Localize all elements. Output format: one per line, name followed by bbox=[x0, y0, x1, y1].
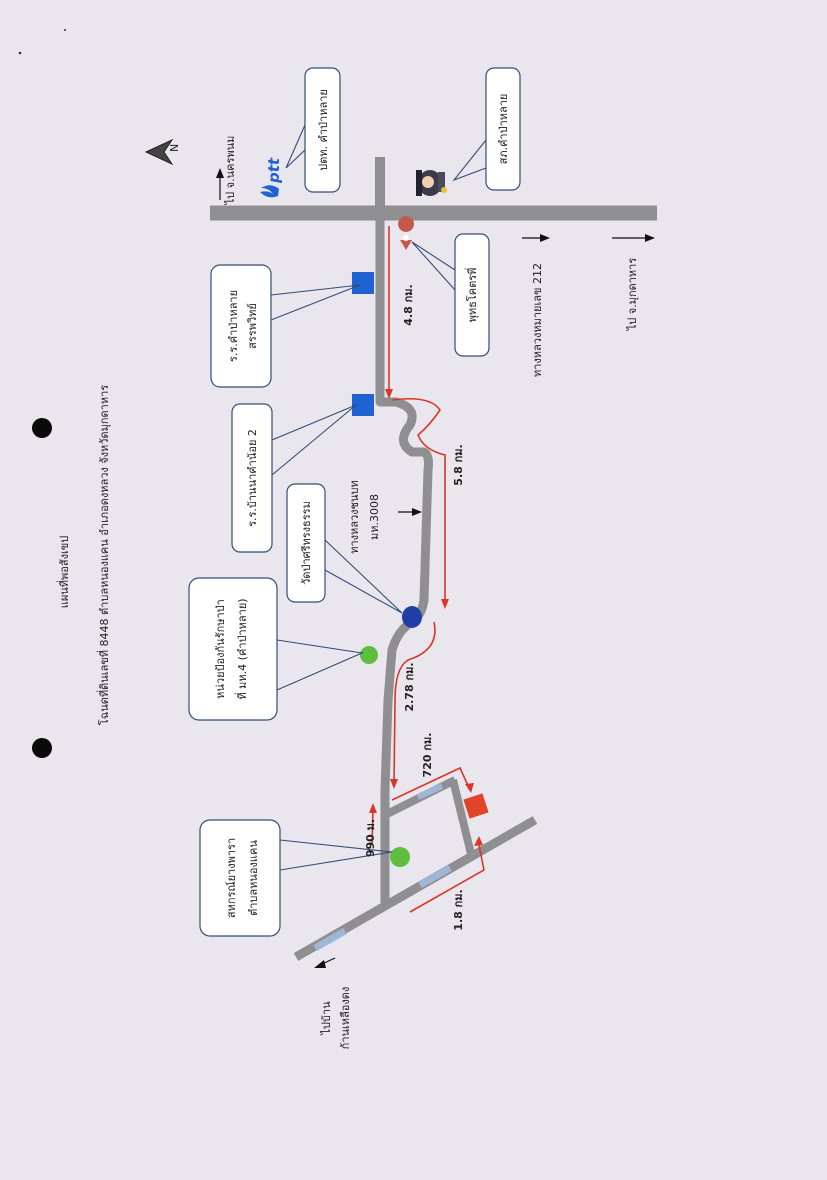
callout-temple-phu-text: พุทธโคตรพี่ bbox=[464, 268, 479, 323]
callout-wat-text: วัดป่าศรีทรงธรรม bbox=[300, 501, 313, 585]
callout-wat: วัดป่าศรีทรงธรรม bbox=[286, 483, 403, 614]
callout-school-2-text: ร.ร.บ้านนาคำน้อย 2 bbox=[246, 429, 259, 527]
road-diagonal-highlight bbox=[418, 864, 452, 889]
punch-hole-bottom bbox=[32, 738, 52, 758]
forest-unit-marker bbox=[360, 646, 378, 664]
road-3008 bbox=[375, 213, 433, 905]
north-arrow-icon: N bbox=[144, 138, 181, 166]
callout-school-1-line1: ร.ร.คำป่าหลาย bbox=[227, 290, 240, 362]
to-mukdahan-label: ไป จ.มุกดาหาร bbox=[626, 258, 639, 332]
callout-ptt-station: ปตท. คำป่าหลาย bbox=[285, 67, 341, 193]
map-title: แผนที่พอสังเขป bbox=[56, 536, 71, 609]
speck bbox=[18, 51, 22, 55]
callout-coop-line2: ตำบลหนองแคน bbox=[247, 840, 260, 916]
distance-label: 1.8 กม. bbox=[452, 889, 465, 930]
distance-label: 720 กม. bbox=[421, 733, 434, 778]
police-officer-icon bbox=[416, 170, 447, 196]
callout-forest-line1: หน่วยป้องกันรักษาป่า bbox=[214, 599, 227, 699]
road-branch-highlight bbox=[416, 783, 444, 800]
road-plot-access bbox=[449, 779, 476, 859]
distance-label: 4.8 กม. bbox=[402, 284, 415, 325]
ptt-logo-text: ptt bbox=[265, 157, 283, 184]
callout-forest-unit: หน่วยป้องกันรักษาป่า ที่ มห.4 (คำป่าหลาย… bbox=[188, 577, 364, 721]
callout-coop-line1: สหกรณ์ยางพารา bbox=[225, 838, 238, 918]
road-diagonal-highlight bbox=[313, 927, 347, 952]
callout-temple-phu: พุทธโคตรพี่ bbox=[411, 233, 490, 357]
rural-road-line1: ทางหลวงชนบท bbox=[348, 480, 361, 554]
to-ban-kan-lueang-dong: ไปบ้าน ก้านเหลืองดง bbox=[314, 957, 352, 1050]
route-lines bbox=[369, 226, 485, 913]
distance-label: 990 ม. bbox=[364, 819, 377, 857]
callout-police-text: สภ.คำป่าหลาย bbox=[497, 94, 510, 165]
distance-label: 5.8 กม. bbox=[452, 444, 465, 485]
highway-212-label: ทางหลวงหมายเลข 212 bbox=[531, 263, 544, 377]
to-mukdahan: ไป จ.มุกดาหาร bbox=[612, 234, 655, 331]
highway-212-label-group: ทางหลวงหมายเลข 212 bbox=[522, 234, 550, 377]
callout-coop: สหกรณ์ยางพารา ตำบลหนองแคน bbox=[199, 819, 393, 937]
callout-forest-line2: ที่ มห.4 (คำป่าหลาย) bbox=[234, 598, 249, 699]
school-1-marker bbox=[352, 272, 374, 294]
to-ban-line1: ไปบ้าน bbox=[320, 1001, 333, 1036]
school-2-marker bbox=[352, 394, 374, 416]
callout-police-station: สภ.คำป่าหลาย bbox=[452, 67, 521, 191]
rural-road-label-group: ทางหลวงชนบท มห.3008 bbox=[348, 480, 422, 554]
callout-school-1-line2: สรรพวิทย์ bbox=[246, 303, 259, 349]
north-label: N bbox=[168, 144, 181, 152]
land-plot-marker bbox=[463, 793, 489, 819]
coop-marker bbox=[390, 847, 410, 867]
callout-ptt-text: ปตท. คำป่าหลาย bbox=[317, 89, 330, 171]
speck bbox=[64, 29, 66, 31]
to-nakhon-phanom: ไป จ.นครพนม bbox=[216, 136, 237, 206]
distance-label: 2.78 กม. bbox=[403, 662, 416, 711]
callout-school-2: ร.ร.บ้านนาคำน้อย 2 bbox=[231, 403, 357, 553]
punch-hole-top bbox=[32, 418, 52, 438]
location-pin-icon bbox=[398, 216, 415, 250]
to-nakhon-phanom-label: ไป จ.นครพนม bbox=[224, 136, 237, 206]
temple-marker bbox=[402, 606, 422, 628]
callout-school-1: ร.ร.คำป่าหลาย สรรพวิทย์ bbox=[210, 264, 361, 388]
map-subtitle: โฉนดที่ดินเลขที่ 8448 ตำบลหนองแคน อำเภอด… bbox=[96, 385, 111, 725]
ptt-logo: ptt bbox=[260, 157, 283, 198]
rural-road-line2: มห.3008 bbox=[368, 494, 381, 540]
to-ban-line2: ก้านเหลืองดง bbox=[339, 987, 352, 1050]
